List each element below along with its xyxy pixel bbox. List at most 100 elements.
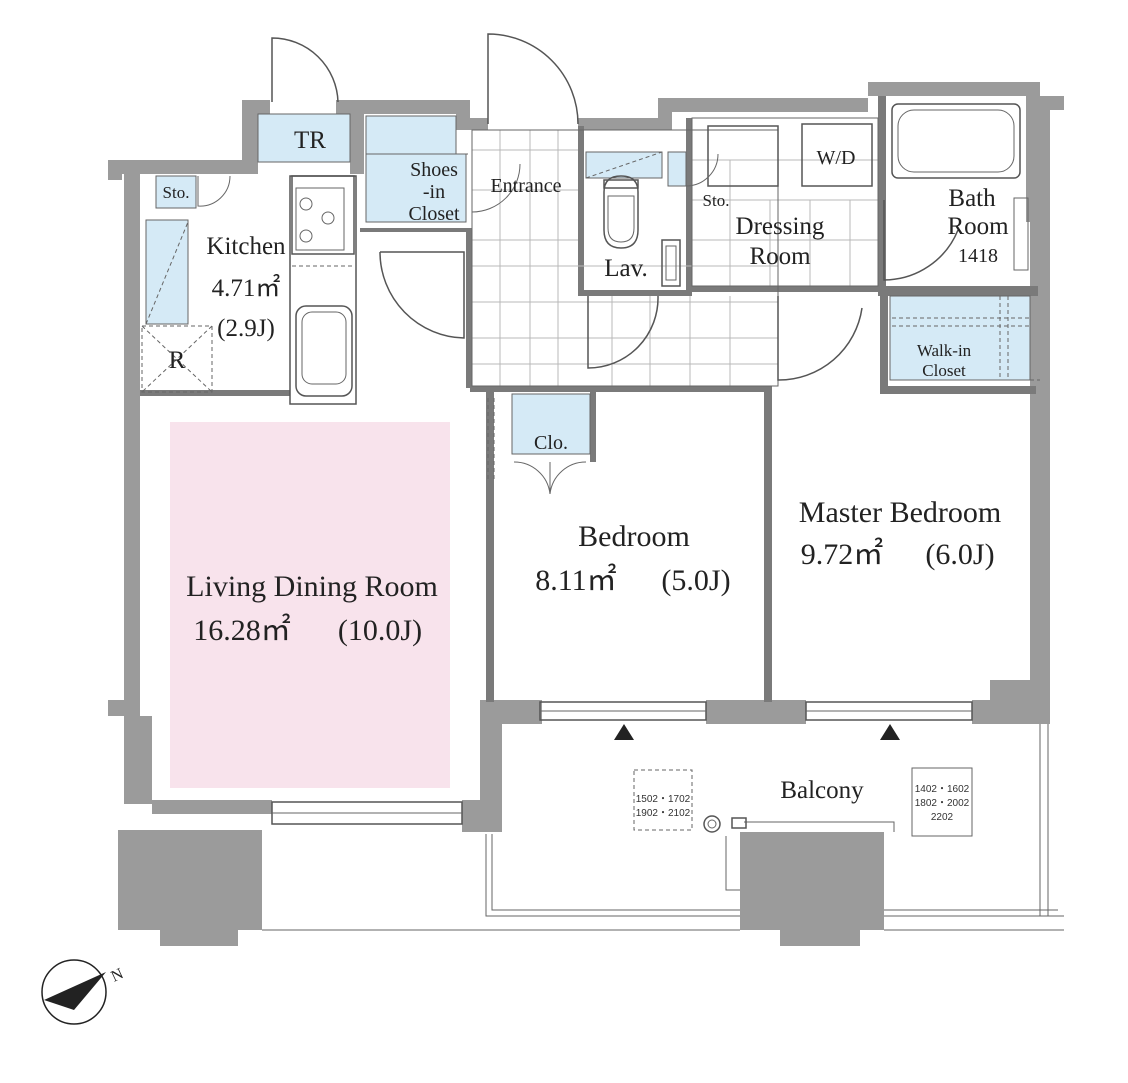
living-dining-highlight (170, 422, 450, 788)
dressing-storage-box (667, 151, 687, 187)
bath-door (883, 200, 959, 281)
balcony-note-right-line3: 2202 (931, 812, 954, 823)
wall-balcony-divider (480, 700, 502, 832)
bath-line2: Room (947, 213, 1009, 240)
living-name: Living Dining Room (186, 570, 438, 603)
living-jo: (10.0J) (338, 614, 422, 647)
wall-right-jog (1040, 96, 1064, 110)
closet-box (511, 393, 591, 455)
balcony-note-right-line2: 1802・2002 (915, 798, 970, 809)
wall-lav-bottom (578, 290, 692, 296)
storage-kitchen-box (155, 175, 197, 209)
wall-top-left (108, 160, 248, 174)
wall-bedroom-top (470, 386, 770, 392)
doors (197, 33, 959, 381)
wic-line2: Closet (922, 361, 966, 380)
compass: N (41, 959, 127, 1025)
storage-kitchen-label: Sto. (163, 183, 190, 202)
wic-line1: Walk-in (917, 341, 972, 360)
wall-dressing-bottom (690, 286, 886, 292)
dressing-floor-outline (691, 117, 879, 287)
lav-storage-box (585, 151, 663, 179)
wall-master-top (880, 386, 1036, 394)
dressing-counter (707, 125, 779, 187)
master-bedroom-name: Master Bedroom (799, 496, 1001, 529)
bedroom-window-arrow-icon (614, 724, 634, 740)
washer-dryer-box (801, 123, 873, 187)
tr-door (271, 37, 339, 103)
wall-tr-top (242, 100, 270, 114)
balcony-label: Balcony (780, 777, 864, 804)
wall-top-right (658, 98, 868, 112)
shoes-closet-box-top (365, 115, 457, 155)
refrigerator-box (141, 325, 213, 393)
tr-label: TR (294, 127, 326, 154)
walls (108, 82, 1064, 946)
north-arrow-icon (44, 972, 106, 1010)
lav-label: Lav. (604, 255, 648, 282)
sto-dressing-door (685, 153, 719, 187)
shoes-closet-line1: Shoes (410, 159, 458, 181)
compass-label: N (109, 965, 127, 985)
entrance-label: Entrance (490, 175, 561, 197)
entrance-floor-outline (471, 129, 779, 387)
toilet-icon (603, 175, 639, 249)
room-labels: TR Sto. Kitchen 4.71㎡ (2.9J) R Shoes -in… (163, 127, 1010, 823)
compass-circle (41, 959, 107, 1025)
lav-sink-icon (661, 239, 681, 287)
storage-dressing-label: Sto. (703, 191, 730, 210)
lav-door (587, 295, 659, 369)
wall-left-jog (108, 700, 140, 716)
wall-living-bottom (152, 800, 272, 814)
master-bedroom-jo: (6.0J) (925, 538, 994, 571)
wall-bath-left (878, 96, 886, 292)
bathtub-icon (891, 103, 1021, 179)
master-window-arrow-icon (880, 724, 900, 740)
wic-box (889, 295, 1031, 381)
wall-top-right-2 (868, 82, 1038, 96)
bedroom-door (777, 296, 863, 381)
wall-kitchen-left (140, 390, 290, 396)
entrance-door (487, 33, 579, 125)
balcony-note-left-line1: 1502・1702 (636, 794, 691, 805)
wd-label: W/D (817, 147, 856, 169)
wall-beds-bottom-right (972, 700, 1050, 724)
wall-left-upper (108, 160, 122, 180)
wall-kitchen-storage (360, 228, 470, 232)
kitchen-area: 4.71㎡ (212, 274, 281, 302)
master-bedroom-area: 9.72㎡ (801, 538, 884, 571)
tr-box (257, 113, 351, 163)
wall-left (124, 174, 140, 714)
kitchen-name: Kitchen (206, 233, 286, 260)
bedroom-area: 8.11㎡ (535, 564, 616, 597)
wall-left-lower (124, 716, 152, 804)
wall-bedroom-left (486, 392, 494, 702)
sink-icon (295, 305, 353, 397)
wall-corridor-left (466, 228, 472, 388)
outlet-icon (731, 817, 747, 829)
fridge-label: R (169, 347, 186, 374)
column-right (740, 832, 884, 946)
kitchen-counter (289, 175, 357, 405)
wall-wic-left (880, 292, 888, 392)
balcony-note-right-box (911, 767, 973, 837)
wall-clo-right (590, 392, 596, 462)
shoes-closet-line3: Closet (408, 203, 460, 225)
wall-lav-right (686, 118, 692, 296)
column-left (118, 830, 262, 946)
shoes-closet-box-bottom (365, 153, 467, 223)
storage-areas (145, 113, 1031, 455)
dressing-line2: Room (749, 243, 811, 270)
dressing-line1: Dressing (736, 213, 825, 240)
wall-entrance-right (578, 118, 658, 130)
kitchen-jo: (2.9J) (217, 315, 275, 342)
bedroom-jo: (5.0J) (661, 564, 730, 597)
balcony-note-left-line2: 1902・2102 (636, 808, 691, 819)
wall-tr-right (350, 100, 364, 174)
wall-beds-bottom-mid (706, 700, 806, 724)
entrance-tile-grid (471, 117, 879, 387)
fixtures (141, 103, 1040, 495)
wall-tr-left (242, 100, 258, 174)
sto-kitchen-door (197, 175, 231, 207)
